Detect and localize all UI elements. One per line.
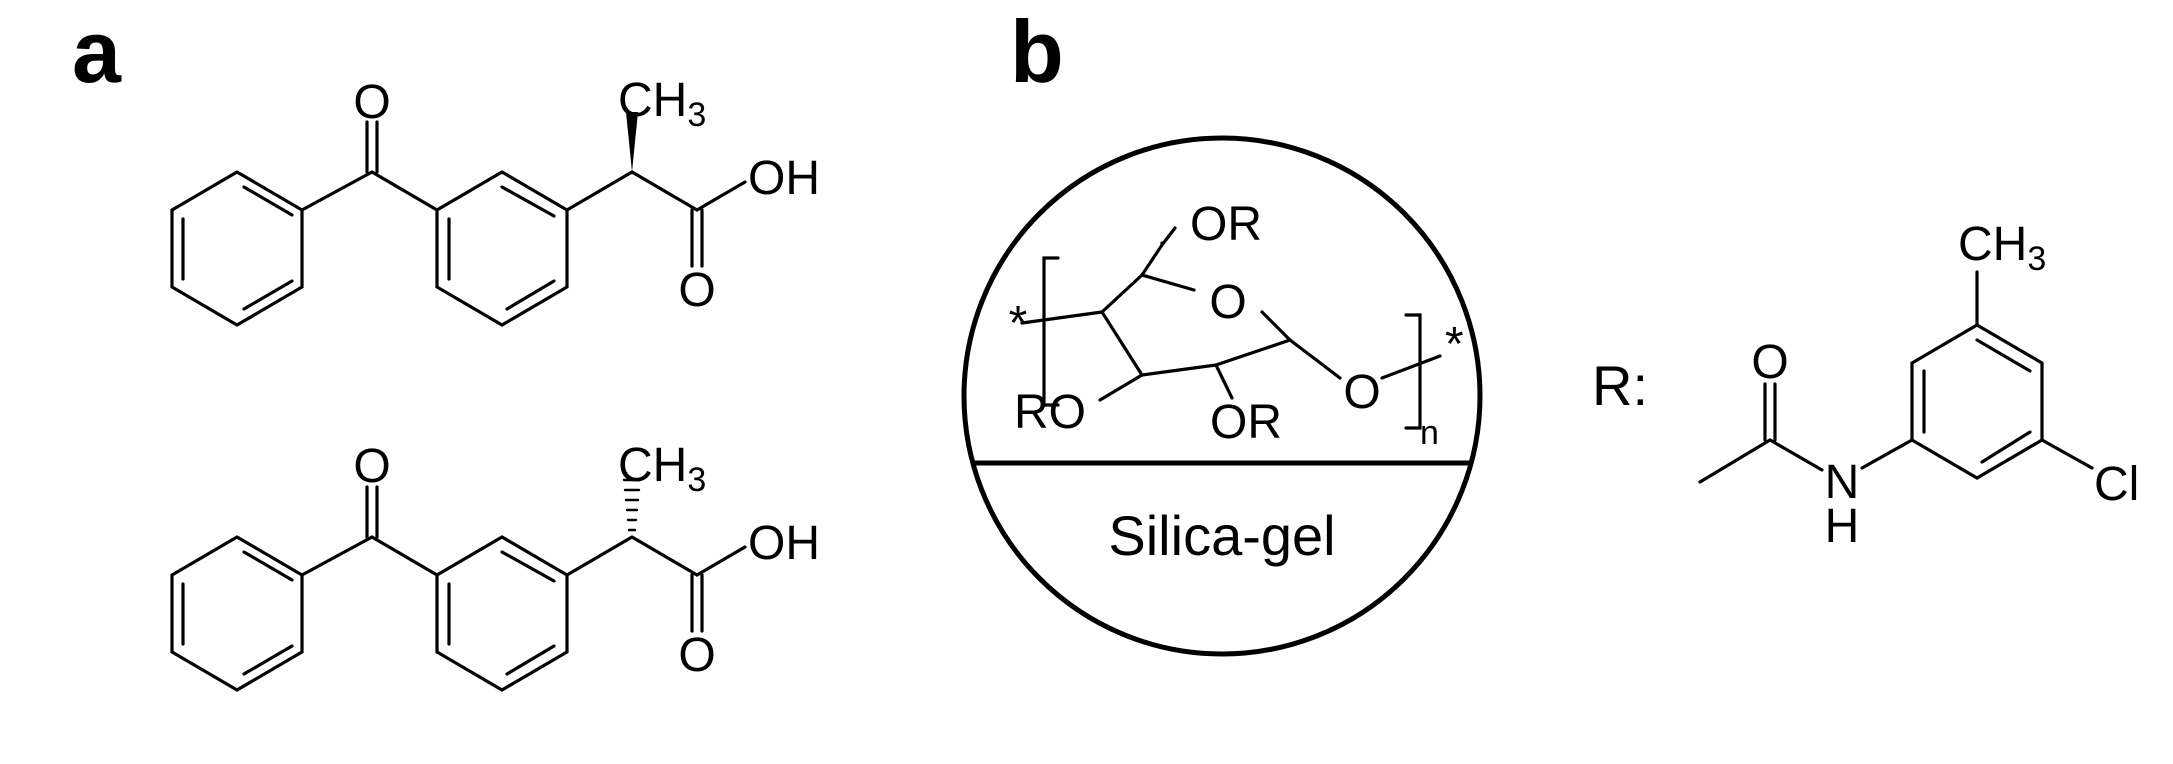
left-star: * (1009, 297, 1028, 350)
phenyl-ring-bottom (170, 535, 304, 692)
chloro-bond (2040, 438, 2094, 470)
r-group-carbamate: R: O N H CH3 Cl (1592, 218, 2139, 553)
ring-oxygen-label: O (1209, 276, 1246, 329)
ketone-bond-left-bottom (300, 535, 374, 577)
ro-left-label: RO (1014, 386, 1086, 439)
right-star: * (1445, 318, 1464, 371)
hash-bond-icon (622, 478, 642, 532)
carboxyl-bond-top (630, 170, 699, 212)
aryl-ring (1910, 323, 2044, 480)
repeat-subscript: n (1420, 414, 1439, 452)
panel-a-label: a (72, 2, 122, 101)
carboxyl-bond-bottom (630, 535, 699, 577)
ketoprofen-top-molecule: O CH3 OH O (170, 74, 820, 327)
ketone-bond-right-top (370, 170, 439, 212)
phenyl-ring-top (170, 170, 304, 327)
hydroxyl-bond-bottom (695, 545, 747, 577)
hydroxyl-label-top: OH (748, 152, 820, 205)
ketone-bond-right-bottom (370, 535, 439, 577)
alpha-carbon-bond-bottom (565, 535, 634, 577)
cellulose-repeat-unit: * OR O RO OR O n * (1009, 198, 1464, 452)
benzoyl-ring-top (435, 170, 569, 327)
aryl-methyl-label: CH3 (1958, 218, 2046, 278)
amide-nitrogen-label: N (1825, 456, 1860, 509)
glycosidic-oxygen-label: O (1343, 366, 1380, 419)
or-top-label: OR (1190, 198, 1262, 251)
hydroxyl-label-bottom: OH (748, 517, 820, 570)
chloro-label: Cl (2094, 458, 2139, 511)
chiral-stationary-phase: * OR O RO OR O n * Silica-gel (961, 135, 1483, 657)
or-bottom-label: OR (1210, 396, 1282, 449)
left-repeat-bracket (1042, 256, 1060, 407)
alpha-carbon-bond-top (565, 170, 634, 212)
methyl-label-bottom: CH3 (618, 439, 706, 499)
carbonyl-oxygen-bottom: O (353, 440, 390, 493)
amide-oxygen-label: O (1751, 336, 1788, 389)
carbonyl-oxygen-top: O (353, 76, 390, 129)
panel-b-label: b (1010, 2, 1064, 101)
ketoprofen-bottom-molecule: O CH3 OH O (170, 439, 820, 692)
ketone-bond-left-top (300, 170, 374, 212)
right-repeat-bracket (1404, 313, 1422, 430)
acid-oxygen-bottom: O (678, 629, 715, 682)
wedge-bond-icon (626, 112, 638, 172)
hydroxyl-bond-top (695, 180, 747, 212)
acid-oxygen-top: O (678, 264, 715, 317)
methyl-label-top: CH3 (618, 74, 706, 134)
amide-hydrogen-label: H (1825, 500, 1860, 553)
benzoyl-ring-bottom (435, 535, 569, 692)
r-label: R: (1592, 354, 1648, 417)
silica-circle-outline (961, 135, 1483, 657)
silica-gel-label: Silica-gel (1108, 504, 1335, 567)
